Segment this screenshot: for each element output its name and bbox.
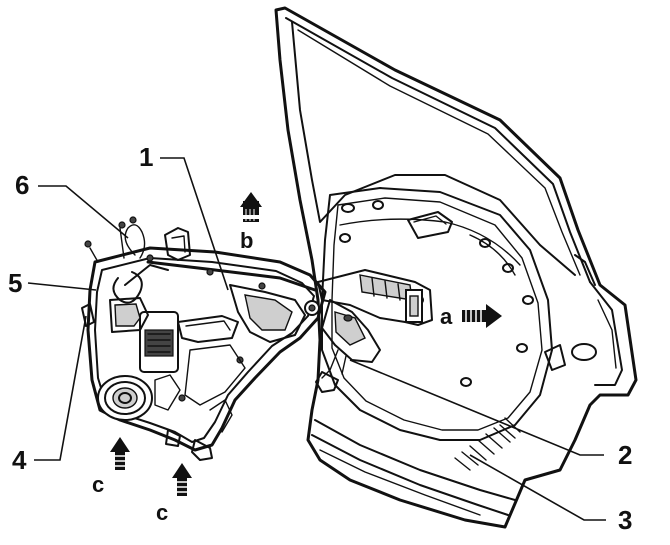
hatched-arrow-right-icon	[462, 304, 502, 328]
label-direction-c-lower: c	[156, 500, 168, 525]
hatched-arrow-up-icon	[172, 463, 192, 496]
lock-cable-unit	[315, 269, 433, 393]
label-part-1: 1	[139, 142, 153, 172]
label-part-4: 4	[12, 445, 27, 475]
label-part-2: 2	[618, 440, 632, 470]
label-part-5: 5	[8, 268, 22, 298]
label-direction-a: a	[440, 304, 453, 329]
window-regulator-assembly	[81, 216, 327, 461]
hatched-arrow-up-icon	[240, 192, 262, 222]
label-direction-b: b	[240, 228, 253, 253]
label-part-6: 6	[15, 170, 29, 200]
label-direction-c-upper: c	[92, 472, 104, 497]
hatched-arrow-up-icon	[110, 437, 130, 470]
door-shell	[274, 6, 638, 529]
label-part-3: 3	[618, 505, 632, 535]
leader-lines	[27, 157, 606, 521]
